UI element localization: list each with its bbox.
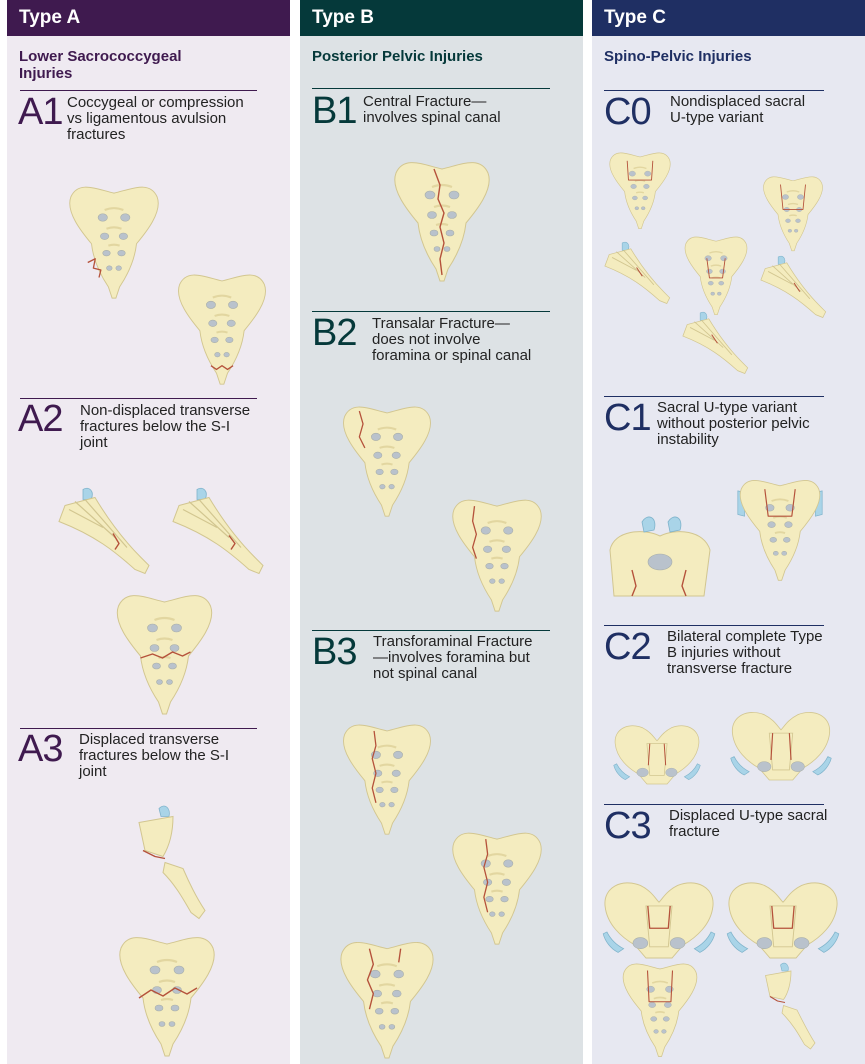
- illustration-c2-pelvis-left: [598, 722, 716, 784]
- column-header-type-c: Type C: [592, 0, 865, 36]
- item-desc-a2: Non-displaced transverse fractures below…: [80, 403, 260, 451]
- item-code-c2: C2: [604, 628, 651, 666]
- item-desc-b1: Central Fracture— involves spinal canal: [363, 94, 538, 126]
- illustration-a2-lateral-left: [55, 485, 155, 580]
- item-code-b2: B2: [312, 314, 356, 352]
- illustration-c0-sacrum-c: [672, 232, 760, 316]
- item-desc-b3: Transforaminal Fracture—involves foramin…: [373, 634, 543, 682]
- illustration-b2-sacrum-lower: [432, 493, 562, 613]
- item-desc-a1: Coccygeal or compression vs ligamentous …: [67, 95, 247, 143]
- column-subtitle-type-b: Posterior Pelvic Injuries: [312, 48, 572, 65]
- divider-b1: [312, 88, 550, 89]
- item-desc-b2: Transalar Fracture— does not involve for…: [372, 316, 542, 364]
- column-type-b: Type B Posterior Pelvic Injuries B1 Cent…: [300, 0, 583, 1064]
- illustration-a2-sacrum: [92, 588, 237, 716]
- item-desc-c2: Bilateral complete Type B injuries witho…: [667, 629, 827, 677]
- column-header-type-b: Type B: [300, 0, 583, 36]
- illustration-a1-sacrum-lower: [160, 268, 284, 386]
- column-header-type-a: Type A: [7, 0, 290, 36]
- illustration-b3-sacrum-upper: [322, 718, 452, 836]
- illustration-a3-lateral: [119, 800, 219, 925]
- illustration-c2-pelvis-right: [722, 708, 840, 780]
- column-type-a: Type A Lower Sacrococcygeal Injuries A1 …: [7, 0, 290, 1064]
- illustration-b1-sacrum: [372, 155, 512, 283]
- item-code-a2: A2: [18, 400, 62, 438]
- illustration-a2-lateral-right: [169, 485, 269, 580]
- illustration-c1-spine-lateral: [604, 510, 716, 596]
- item-desc-c3: Displaced U-type sacral fracture: [669, 808, 829, 840]
- illustration-c0-lateral-a: [602, 238, 674, 310]
- illustration-b3-sacrum-lower: [322, 935, 452, 1060]
- illustration-c0-lateral-b: [758, 252, 830, 324]
- illustration-c3-lateral: [750, 962, 826, 1052]
- item-code-c3: C3: [604, 807, 651, 845]
- illustration-a3-sacrum: [92, 930, 242, 1058]
- item-desc-a3: Displaced transverse fractures below the…: [79, 732, 259, 780]
- item-code-b3: B3: [312, 633, 356, 671]
- item-code-b1: B1: [312, 92, 356, 130]
- illustration-c0-sacrum-b: [750, 172, 836, 252]
- column-subtitle-type-a: Lower Sacrococcygeal Injuries: [19, 48, 229, 82]
- item-code-a1: A1: [18, 93, 62, 131]
- illustration-c1-sacrum-posterior: [730, 474, 830, 582]
- item-desc-c1: Sacral U-type variant without posterior …: [657, 400, 832, 448]
- item-code-c0: C0: [604, 93, 651, 131]
- item-desc-c0: Nondisplaced sacral U-type variant: [670, 94, 810, 126]
- column-type-c: Type C Spino-Pelvic Injuries C0 Nondispl…: [592, 0, 865, 1064]
- item-code-c1: C1: [604, 399, 651, 437]
- illustration-c3-pelvis-right: [724, 878, 842, 958]
- illustration-c0-lateral-c: [680, 308, 752, 380]
- illustration-c3-sacrum: [606, 958, 714, 1058]
- illustration-b3-sacrum-middle: [432, 826, 562, 946]
- item-code-a3: A3: [18, 730, 62, 768]
- illustration-c0-sacrum-a: [596, 148, 684, 230]
- illustration-c3-pelvis-left: [600, 878, 718, 958]
- column-subtitle-type-c: Spino-Pelvic Injuries: [604, 48, 854, 65]
